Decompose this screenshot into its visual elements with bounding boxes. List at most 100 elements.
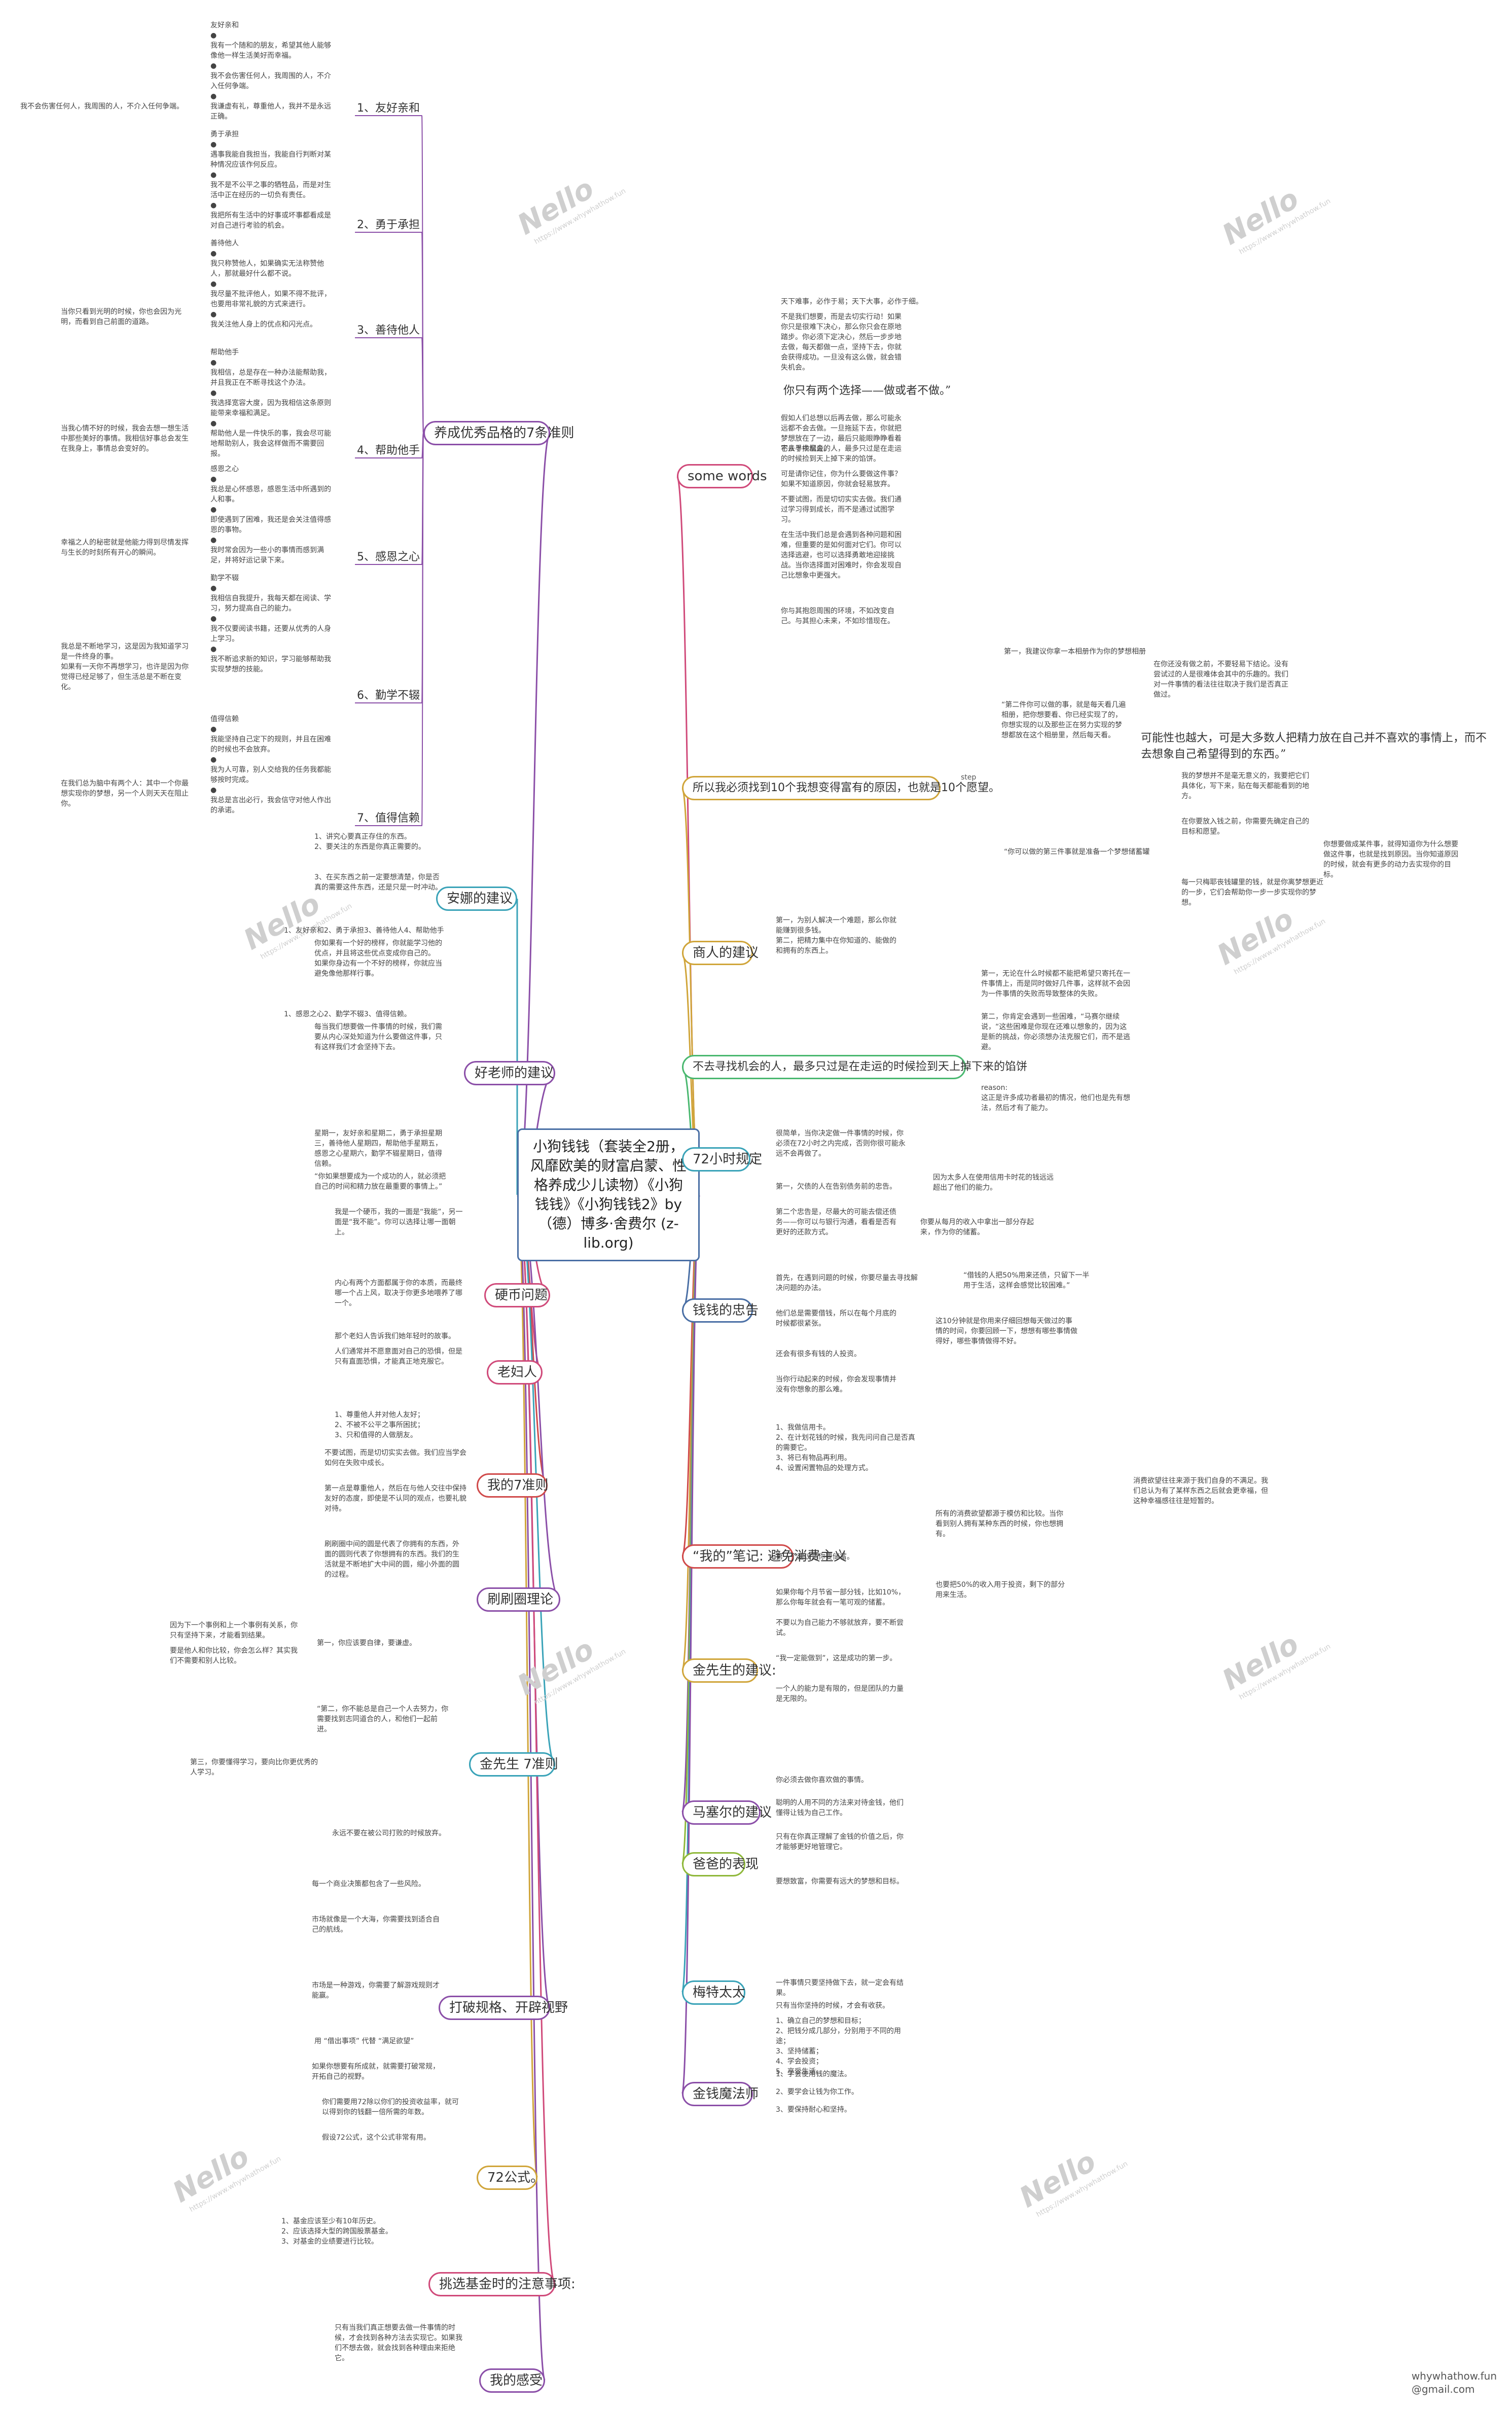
branch-72-hour-rule[interactable]: 72小时规定: [682, 1147, 762, 1172]
goals-note: 我的梦想并不是毫无意义的，我要把它们具体化，写下来，贴在每天都能看到的地方。: [1181, 772, 1309, 800]
chance-note: 第一，无论在什么时候都不能把希望只寄托在一件事情上，而是同时做好几件事，这样就不…: [981, 970, 1130, 998]
vision-note: 用 “借出事项” 代替 “满足欲望”: [314, 2037, 414, 2045]
branch-marcel-advice[interactable]: 马塞尔的建议: [682, 1800, 772, 1825]
words-note: 不去寻找机会的人，最多只过是在走运的时候捡到天上掉下来的馅饼。: [781, 445, 902, 463]
secret-note: 第一，欠债的人在告别债务前的忠告。: [776, 1183, 896, 1191]
teacher-note: “你如果想要成为一个成功的人，就必须把自己的时间和精力放在最重要的事情上。”: [314, 1173, 446, 1191]
goals-note: 每一只梅耶丧钱罐里的钱，就是你离梦想更近的一步，它们会帮助你一步一步实现你的梦想…: [1181, 878, 1323, 907]
habit-item[interactable]: 7、值得信赖: [357, 812, 420, 825]
secret-note: 他们总是需要借钱，所以在每个月底的时候都很紧张。: [776, 1309, 896, 1328]
aunt-note: 只有当你坚持的时候，才会有收获。: [776, 2002, 889, 2010]
habit-item[interactable]: 5、感恩之心: [357, 551, 420, 563]
goals-note: 在你还没有做之前，不要轻易下结论。没有尝试过的人是很难体会其中的乐趣的。我们对一…: [1154, 660, 1288, 699]
teacher-note: 每当我们想要做一件事情的时候，我们需要从内心深处知道为什么要做这件事，只有这样我…: [314, 1023, 442, 1051]
goals-note: 你想要做成某件事，就得知道你为什么想要做这件事，也就是找到原因。当你知道原因的时…: [1323, 840, 1458, 879]
formula-note: 假设72公式，这个公式非常有用。: [322, 2134, 430, 2142]
vision-note: 市场就像是一个大海，你需要找到适合自己的航线。: [312, 1916, 440, 1934]
habit-detail: 友好亲和 ● 我有一个随和的朋友，希望其他人能够像他一样生活美好而幸福。 ● 我…: [210, 21, 331, 121]
habit-item[interactable]: 4、帮助他手: [357, 444, 420, 457]
aunt-note: 一件事情只要坚持做下去，就一定会有结果。: [776, 1979, 904, 1997]
aunt-note: 要想致富，你需要有远大的梦想和目标。: [776, 1877, 904, 1886]
goals-note: “第二件你可以做的事，就是每天看几遍相册，把你想要看、你已经实现了的，你想实现的…: [1001, 701, 1126, 739]
branch-old-lady[interactable]: 老妇人: [487, 1360, 543, 1385]
goals-note: 第一，我建议你拿一本相册作为你的梦想相册: [1004, 648, 1146, 656]
teacher-note: 你如果有一个好的榜样，你就能学习他的优点，并且将这些优点变成你自己的。 如果你身…: [314, 939, 442, 978]
habit-left-note: 当我心情不好的时候，我会去想一想生活中那些美好的事情。我相信好事总会发生在我身上…: [61, 424, 189, 453]
connector-line: [516, 1194, 556, 2285]
branch-fund-notes[interactable]: 挑选基金时的注意事项:: [428, 2272, 575, 2296]
words-note: 你与其抱怨周围的环境，不如改变自己。与其担心未来，不如珍惜现在。: [781, 607, 894, 625]
branch-coin[interactable]: 硬币问题: [484, 1283, 550, 1307]
habit-left-note: 我总是不断地学习，这是因为我知道学习是一件终身的事。 如果有一天你不再想学习，也…: [61, 643, 189, 691]
secret-note: 你要从每月的收入中拿出一部分存起来，作为你的储蓄。: [920, 1218, 1034, 1236]
habit-item[interactable]: 2、勇于承担: [357, 219, 420, 231]
root-topic[interactable]: 小狗钱钱（套装全2册，风靡欧美的财富启蒙、性格养成少儿读物）《小狗钱钱》《小狗钱…: [517, 1128, 700, 1261]
chance-note: reason: 这正是许多成功者最初的情况，他们也是先有想法，然后才有了能力。: [981, 1084, 1130, 1112]
teacher-note: 1、感恩之心2、勤学不辍3、值得信赖。: [284, 1010, 411, 1018]
merchant-note: 第一，为别人解决一个难题，那么你就能赚到很多钱。 第二，把精力集中在你知道的、能…: [776, 916, 896, 955]
connector-line: [421, 337, 424, 434]
habit-item[interactable]: 1、友好亲和: [357, 102, 420, 115]
king-left-note: 因为下一个事例和上一个事例有关系，你只有坚持下来，才能看到结果。: [170, 1621, 298, 1640]
habit-detail: 帮助他手 ● 我相信，总是存在一种办法能帮助我，并且我正在不断寻找这个办法。 ●…: [210, 348, 331, 458]
branch-my-feeling[interactable]: 我的感受: [479, 2368, 545, 2393]
branch-72-formula[interactable]: 72公式。: [477, 2166, 544, 2190]
h72-note: 很简单，当你决定做一件事情的时候，你必须在72小时之内完成，否则你很可能永远不会…: [776, 1129, 906, 1158]
branch-habits[interactable]: 养成优秀品格的7条准则: [423, 421, 574, 445]
habit-detail: 勇于承担 ● 遇事我能自我担当，我能自行判断对某种情况应该作何反应。 ● 我不是…: [210, 130, 331, 230]
coin-note: 内心有两个方面都属于你的本质，而最终哪一个占上风，取决于你更多地喂养了哪一个。: [335, 1279, 462, 1307]
secret-note: 首先，在遇到问题的时候，你要尽量去寻找解决问题的办法。: [776, 1274, 918, 1292]
notes-list: 1、我做信用卡。 2、在计划花钱的时候，我先问问自己是否真的需要它。 3、将已有…: [776, 1424, 915, 1472]
feeling-note: 只有当我们真正想要去做一件事情的时候，才会找到各种方法去实现它。如果我们不想去做…: [335, 2324, 462, 2362]
branch-money-magician[interactable]: 金钱魔法师: [682, 2082, 759, 2106]
old-lady-note: 那个老妇人告诉我们她年轻时的故事。: [335, 1332, 455, 1340]
marcel-note: 你必须去做你喜欢做的事情。: [776, 1776, 868, 1784]
safe-note: 3、在买东西之前一定要想清楚，你是否真的需要这件东西，还是只是一时冲动。: [314, 873, 442, 892]
secret-note: “借钱的人把50%用来还债，只留下一半用于生活，这样会感觉比较困难。”: [963, 1271, 1090, 1290]
golden-note: 第一个建议是你要储蓄。: [776, 1553, 854, 1561]
magician-note: 2、要学会让钱为你工作。: [776, 2088, 858, 2096]
words-note: 可是请你记住，你为什么要做这件事？如果不知道原因，你就会轻易放弃。: [781, 470, 902, 488]
coin-note: 我是一个硬币，我的一面是“我能”，另一面是“我不能”。你可以选择让哪一面朝上。: [335, 1208, 463, 1236]
habit-detail: 感恩之心 ● 我总是心怀感恩，感恩生活中所遇到的人和事。 ● 即使遇到了困难，我…: [210, 465, 331, 564]
habit-detail: 值得信赖 ● 我能坚持自己定下的规则，并且在困难的时候也不会放弃。 ● 我为人可…: [210, 715, 331, 814]
words-note: 不是我们想要，而是去切实行动！如果你只是很难下决心，那么你只会在原地踏步。你必须…: [781, 313, 902, 372]
secret-note: 第二个忠告是，尽最大的可能去偿还债务——你可以与银行沟通，看看是否有更好的还款方…: [776, 1208, 896, 1236]
habit-left-note: 我不会伤害任何人，我周围的人，不介入任何争端。: [20, 102, 184, 111]
goals-note: 在你要放入钱之前，你需要先确定自己的目标和愿望。: [1181, 818, 1309, 836]
rules-list: 1、尊重他人并对他人友好； 2、不被不公平之事所困扰； 3、只和值得的人做朋友。: [335, 1411, 424, 1439]
branch-some-words[interactable]: some words: [677, 464, 767, 488]
branch-seek-chance[interactable]: 不去寻找机会的人，最多只过是在走运的时候捡到天上掉下来的馅饼: [682, 1055, 1027, 1079]
words-note: 假如人们总想以后再去做，那么可能永远都不会去做。一旦拖延下去，你就把梦想放在了一…: [781, 414, 902, 453]
branch-money-warning[interactable]: 钱钱的忠告: [682, 1298, 759, 1323]
branch-ten-wishes[interactable]: 所以我必须找到10个我想变得富有的原因，也就是10个愿望。: [682, 776, 1000, 800]
branch-my-notes[interactable]: “我的”笔记: 避免消费主义: [682, 1544, 847, 1569]
branch-safe-advice[interactable]: 安娜的建议: [436, 887, 517, 911]
branch-open-vision[interactable]: 打破规格、开辟视野: [439, 1996, 568, 2020]
branch-my-7-rules[interactable]: 我的7准则: [477, 1473, 549, 1498]
old-lady-note: 人们通常并不愿意面对自己的恐惧，但是只有直面恐惧，才能真正地克服它。: [335, 1348, 462, 1366]
habit-item[interactable]: 6、勤学不辍: [357, 689, 420, 702]
branch-merchant-advice[interactable]: 商人的建议: [682, 941, 759, 965]
branch-golden-advice[interactable]: 金先生的建议:: [682, 1658, 776, 1683]
golden-note: 如果你每个月节省一部分钱，比如10%，那么你每年就会有一笔可观的储蓄。: [776, 1588, 906, 1607]
habit-detail: 勤学不辍 ● 我相信自我提升，我每天都在阅读、学习，努力提高自己的能力。 ● 我…: [210, 574, 331, 674]
habit-left-note: 当你只看到光明的时候，你也会因为光明，而看到自己前面的道路。: [61, 308, 182, 326]
dad-note: 只有在你真正理解了金钱的价值之后，你才能够更好地管理它。: [776, 1833, 904, 1851]
branch-mr-king-rules[interactable]: 金先生 7准则: [469, 1752, 558, 1777]
vision-note: 市场是一种游戏，你需要了解游戏规则才能赢。: [312, 1981, 440, 2000]
secret-note: 因为太多人在使用信用卡时花的钱远远超出了他们的能力。: [933, 1174, 1054, 1192]
circle-note: 刷刷圈中间的圆是代表了你拥有的东西，外面的圆则代表了你想拥有的东西。我们的生活就…: [325, 1540, 459, 1579]
habit-item[interactable]: 3、善待他人: [357, 324, 420, 337]
branch-teacher-advice[interactable]: 好老师的建议: [464, 1061, 555, 1085]
secret-note: 当你行动起来的时候，你会发现事情并没有你想象的那么难。: [776, 1375, 896, 1394]
branch-aunt-mette[interactable]: 梅特太太: [682, 1980, 745, 2005]
vision-note: 如果你想要有所成就，就需要打破常规，开拓自己的视野。: [312, 2063, 440, 2081]
branch-dad-expression[interactable]: 爸爸的表现: [682, 1852, 759, 1876]
rules-note: 不要试图，而是切切实实去做。我们应当学会如何在失败中成长。: [325, 1449, 466, 1467]
teacher-note: 1、友好亲和2、勇于承担3、善待他人4、帮助他手: [284, 927, 444, 935]
step-label: step: [961, 773, 977, 782]
goals-quote: 可能性也越大，可是大多数人把精力放在自己并不喜欢的事情上，而不去想象自己希望得到…: [1141, 732, 1487, 761]
words-note: 天下难事，必作于易；天下大事，必作于细。: [781, 298, 923, 306]
branch-circle-theory[interactable]: 刷刷圈理论: [477, 1587, 560, 1612]
